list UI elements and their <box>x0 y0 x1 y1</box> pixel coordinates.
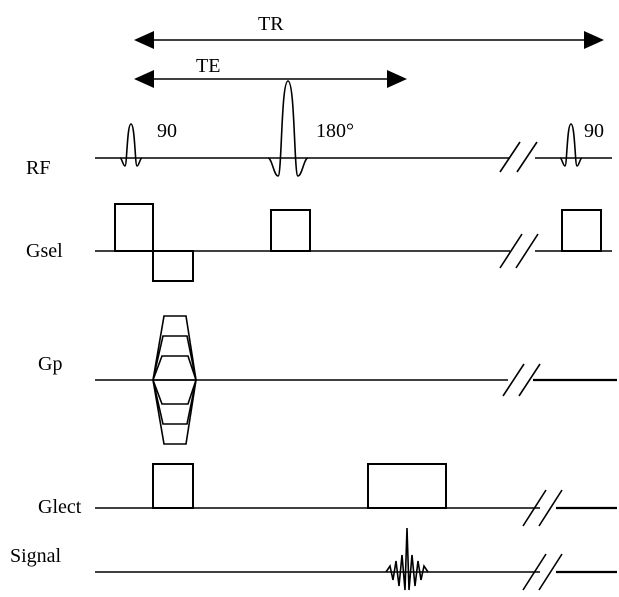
rf-180-pulse <box>267 80 309 177</box>
glect-readout-lobe <box>367 463 447 509</box>
gsel-rephase-lobe <box>152 250 194 282</box>
gp-phase-encode-table <box>152 315 197 445</box>
gsel-break-marks <box>499 233 539 269</box>
gsel-next-select-lobe <box>561 209 602 252</box>
refocus-flip-angle-label: 180° <box>316 120 354 142</box>
tr-label: TR <box>258 13 284 35</box>
rf-row-label: RF <box>26 157 50 179</box>
gsel-row-label: Gsel <box>26 240 63 262</box>
signal-echo <box>385 527 429 591</box>
signal-break-marks <box>522 553 563 591</box>
tr-arrow <box>134 31 604 49</box>
te-label: TE <box>196 55 220 77</box>
gp-break-marks <box>502 363 541 397</box>
glect-break-marks <box>522 489 563 527</box>
gsel-180-select-lobe <box>270 209 311 252</box>
next-flip-angle-label: 90 <box>584 120 604 142</box>
rf-90-repeat-pulse <box>559 123 583 167</box>
gp-row-label: Gp <box>38 353 62 375</box>
te-arrow <box>134 70 407 88</box>
first-flip-angle-label: 90 <box>157 120 177 142</box>
glect-row-label: Glect <box>38 496 82 518</box>
glect-prephase-lobe <box>152 463 194 509</box>
rf-90-pulse <box>119 123 143 167</box>
rf-break-marks <box>499 141 538 173</box>
signal-row-label: Signal <box>10 545 62 567</box>
gsel-slice-select-lobe <box>114 203 154 252</box>
